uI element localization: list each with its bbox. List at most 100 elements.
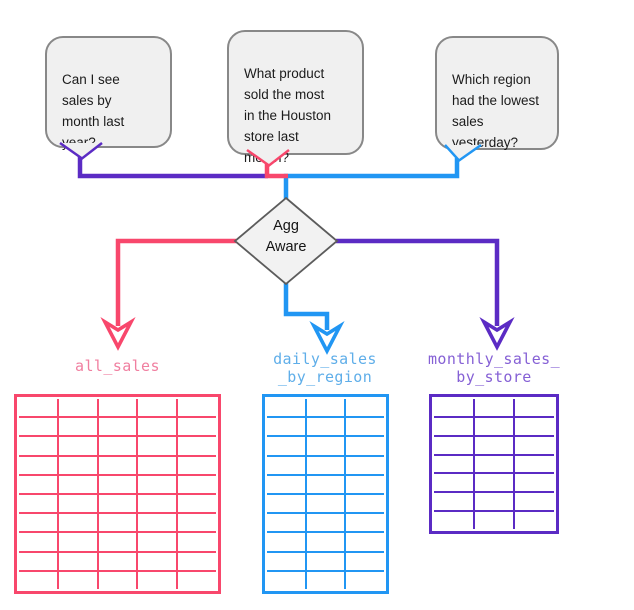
bubble-tail-icon [444,143,482,163]
table-cell [58,514,97,532]
table-cell [58,437,97,455]
table-cell [58,456,97,474]
table-cell [138,552,177,570]
table-cell [19,475,57,493]
table-label-monthly-sales-by-store: monthly_sales_ by_store [419,350,569,386]
table-label-line: by_store [456,368,532,386]
table-cell [58,418,97,436]
table-cell [58,552,97,570]
table-cell [474,417,514,435]
table-cell [346,475,384,493]
table-cell [474,474,514,492]
table-cell [434,436,473,454]
table-cell [306,418,345,436]
table-cell [138,475,177,493]
table-cell [138,456,177,474]
table-cell [515,512,554,529]
table-cell [474,512,514,529]
table-cell [58,533,97,551]
table-cell [138,437,177,455]
table-cell [19,495,57,513]
table-cell [346,418,384,436]
table-cell [434,512,473,529]
table-cell [178,475,216,493]
table-cell [98,475,137,493]
table-cell [306,399,345,417]
table-cell [434,493,473,511]
table-cell [267,475,305,493]
table-cell [178,399,216,417]
table-all-sales [14,394,221,594]
table-cell [98,571,137,589]
table-cell [306,552,345,570]
table-cell [58,399,97,417]
table-label-daily-sales-by-region: daily_sales _by_region [250,350,400,386]
table-cell [19,552,57,570]
table-label-line: all_sales [75,357,160,375]
table-cell [267,533,305,551]
question-bubble-3: Which region had the lowest sales yester… [435,36,559,163]
table-cell [58,475,97,493]
table-cell [98,495,137,513]
table-cell [267,418,305,436]
table-cell [346,495,384,513]
connector-out-purple [336,238,500,326]
table-cell [267,456,305,474]
table-cell [178,514,216,532]
table-label-line: monthly_sales_ [427,350,561,368]
table-cell [515,455,554,473]
table-cell [474,455,514,473]
table-cell [19,418,57,436]
table-cell [434,399,473,416]
bubble-tail-icon [246,148,290,168]
table-cell [58,571,97,589]
connector-q3-blue [283,158,460,200]
arrowhead-purple-icon [479,317,515,351]
question-bubble-1: Can I see sales by month last year? [45,36,172,161]
table-cell [98,533,137,551]
arrowhead-pink-icon [100,317,136,351]
table-cell [267,571,305,589]
table-cell [98,418,137,436]
table-cell [267,514,305,532]
table-cell [515,436,554,454]
table-cell [19,399,57,417]
table-cell [306,437,345,455]
table-monthly-sales-by-store [429,394,559,534]
table-cell [178,533,216,551]
table-cell [138,495,177,513]
table-grid [19,399,216,589]
table-cell [346,552,384,570]
table-cell [346,571,384,589]
table-cell [178,418,216,436]
table-cell [138,533,177,551]
table-cell [306,514,345,532]
table-cell [98,552,137,570]
table-cell [346,514,384,532]
table-cell [19,514,57,532]
table-cell [306,495,345,513]
table-cell [58,495,97,513]
table-cell [474,399,514,416]
table-cell [267,552,305,570]
table-cell [178,552,216,570]
table-cell [138,571,177,589]
table-cell [346,456,384,474]
table-cell [434,455,473,473]
table-daily-sales-by-region [262,394,389,594]
table-cell [178,437,216,455]
connector-out-pink [115,238,236,326]
table-cell [306,533,345,551]
table-cell [98,399,137,417]
table-cell [98,456,137,474]
arrowhead-blue-icon [309,321,345,355]
decision-label: Agg Aware [246,216,326,257]
table-grid [267,399,384,589]
table-cell [515,417,554,435]
table-cell [515,493,554,511]
table-cell [178,456,216,474]
table-cell [346,533,384,551]
table-cell [98,514,137,532]
table-cell [267,399,305,417]
